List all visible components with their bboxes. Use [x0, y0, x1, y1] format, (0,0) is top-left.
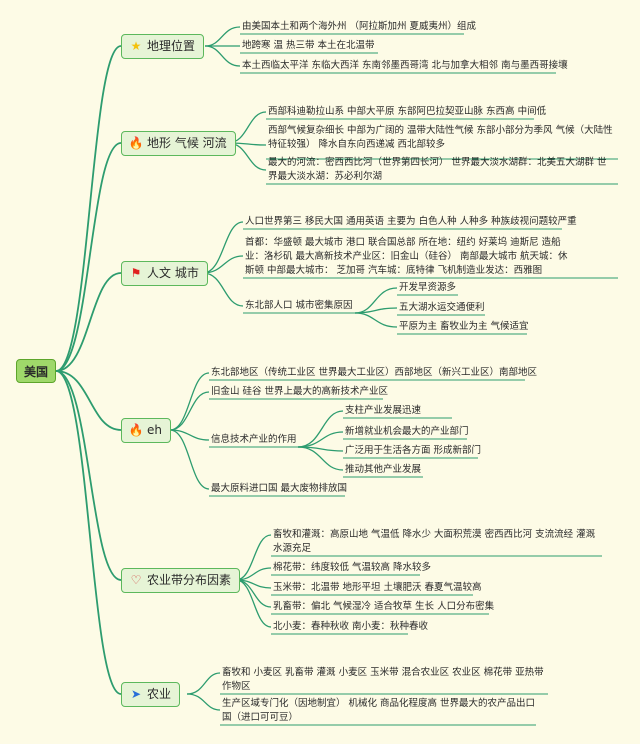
list-item: 东北部地区（传统工业区 世界最大工业区）西部地区（新兴工业区）南部地区 [211, 367, 538, 378]
list-item: 生产区域专门化（因地制宜） 机械化 商品化程度高 世界最大的农产品出口国（进口可… [222, 698, 536, 723]
topic-label: 地理位置 [147, 39, 196, 53]
list-item: 乳畜带：偏北 气候湿冷 适合牧草 生长 人口分布密集 [273, 601, 495, 612]
fire-icon: 🔥 [128, 136, 144, 150]
heart-icon: ♡ [130, 573, 142, 587]
list-item: 旧金山 硅谷 世界上最大的高新技术产业区 [211, 386, 389, 397]
topic-terrain-climate-rivers[interactable]: 🔥地形 气候 河流 [121, 131, 236, 156]
list-item: 人口世界第三 移民大国 通用英语 主要为 白色人种 人种多 种族歧视问题较严重 [245, 216, 577, 227]
list-item: 五大湖水运交通便利 [399, 302, 485, 313]
list-item: 开发早资源多 [399, 282, 457, 293]
topic-label: eh [147, 423, 162, 437]
sub-topic-it: 信息技术产业的作用 [211, 434, 297, 445]
topic-agriculture-factors[interactable]: ♡ 农业带分布因素 [121, 568, 241, 593]
paper-plane-icon: ➤ [130, 687, 142, 701]
list-item: 由美国本土和两个海外州 （阿拉斯加州 夏威夷州）组成 [242, 21, 477, 32]
list-item: 畜牧和 小麦区 乳畜带 灌溉 小麦区 玉米带 混合农业区 农业区 棉花带 亚热带… [222, 667, 544, 692]
list-item: 畜牧和灌溉：高原山地 气温低 降水少 大面积荒漠 密西西比河 支流流经 灌溉水源… [273, 529, 596, 554]
list-item: 最大原料进口国 最大废物排放国 [211, 483, 348, 494]
flag-icon: ⚑ [130, 266, 142, 280]
list-item: 新增就业机会最大的产业部门 [345, 426, 469, 437]
list-item: 玉米带：北温带 地形平坦 土壤肥沃 春夏气温较高 [273, 582, 482, 593]
list-item: 北小麦：春种秋收 南小麦：秋种春收 [273, 621, 429, 632]
list-item: 棉花带：纬度较低 气温较高 降水较多 [273, 562, 432, 573]
sub-topic-northeast: 东北部人口 城市密集原因 [245, 300, 353, 311]
topic-geography[interactable]: ★ 地理位置 [121, 34, 205, 59]
star-icon: ★ [130, 39, 142, 53]
list-item: 本土西临太平洋 东临大西洋 东南邻墨西哥湾 北与加拿大相邻 南与墨西哥接壤 [242, 60, 568, 71]
list-item: 首都：华盛顿 最大城市 港口 联合国总部 所在地：纽约 好莱坞 迪斯尼 造船业：… [245, 237, 568, 276]
list-item: 支柱产业发展迅速 [345, 405, 422, 416]
list-item: 西部气候复杂细长 中部为广阔的 温带大陆性气候 东部小部分为季风 气候（大陆性特… [268, 125, 613, 150]
topic-label: 农业 [147, 687, 172, 701]
list-item: 地跨寒 温 热三带 本土在北温带 [242, 40, 375, 51]
topic-label: 地形 气候 河流 [147, 136, 227, 150]
list-item: 广泛用于生活各方面 形成新部门 [345, 445, 482, 456]
list-item: 推动其他产业发展 [345, 464, 422, 475]
list-item: 平原为主 畜牧业为主 气候适宜 [399, 321, 529, 332]
topic-agriculture[interactable]: ➤ 农业 [121, 682, 181, 707]
root-node[interactable]: 美国 [16, 359, 56, 383]
fire-icon: 🔥 [128, 423, 144, 437]
list-item: 西部科迪勒拉山系 中部大平原 东部阿巴拉契亚山脉 东西高 中间低 [268, 106, 547, 117]
topic-people-cities[interactable]: ⚑ 人文 城市 [121, 261, 208, 286]
topic-label: 人文 城市 [147, 266, 199, 280]
list-item: 最大的河流：密西西比河（世界第四长河） 世界最大淡水湖群：北美五大湖群 世界最大… [268, 157, 607, 182]
topic-label: 农业带分布因素 [147, 573, 232, 587]
topic-eh[interactable]: 🔥eh [121, 418, 171, 443]
